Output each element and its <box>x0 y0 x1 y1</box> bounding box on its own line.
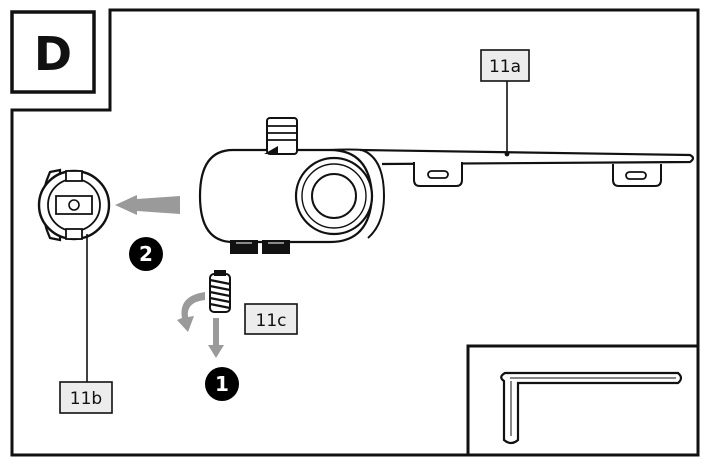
label-11a: 11a <box>480 49 530 82</box>
arrow-left-icon <box>115 195 180 215</box>
spring-screw-icon <box>209 270 231 313</box>
diagram-frame <box>10 8 700 457</box>
end-cap-icon <box>37 168 111 242</box>
label-11c-text: 11c <box>256 311 287 331</box>
bracket-tab-right <box>612 164 662 187</box>
label-11b: 11b <box>59 381 113 414</box>
hex-key-inset <box>466 344 698 455</box>
step-1-badge: 1 <box>205 367 239 401</box>
rotate-arrow-icon <box>177 292 205 332</box>
step-1-number: 1 <box>215 372 229 396</box>
step-2-number: 2 <box>139 242 153 266</box>
step-2-badge: 2 <box>129 237 163 271</box>
arrow-down-icon <box>208 318 224 358</box>
mounting-bracket-icon <box>198 117 695 254</box>
panel-letter-box: D <box>10 10 96 94</box>
label-11a-text: 11a <box>489 57 521 77</box>
bracket-tab-left <box>413 162 463 187</box>
hex-key-icon <box>500 371 683 445</box>
label-11b-text: 11b <box>70 389 102 409</box>
label-11c: 11c <box>244 303 298 335</box>
panel-letter: D <box>34 27 72 81</box>
